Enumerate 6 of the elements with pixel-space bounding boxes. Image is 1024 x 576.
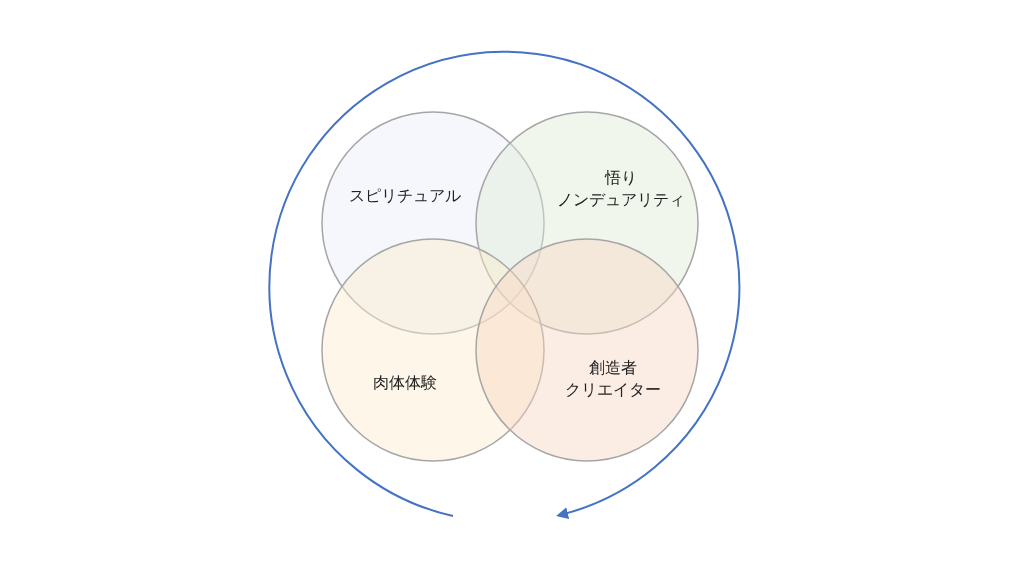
circle-label: スピリチュアル (349, 185, 461, 207)
circle-label: 創造者 (589, 357, 637, 379)
circle-label: 悟り (605, 167, 637, 189)
circle-label: ノンデュアリティ (557, 189, 685, 211)
circle-label: 肉体体験 (373, 372, 437, 394)
circle-label: クリエイター (565, 379, 661, 401)
